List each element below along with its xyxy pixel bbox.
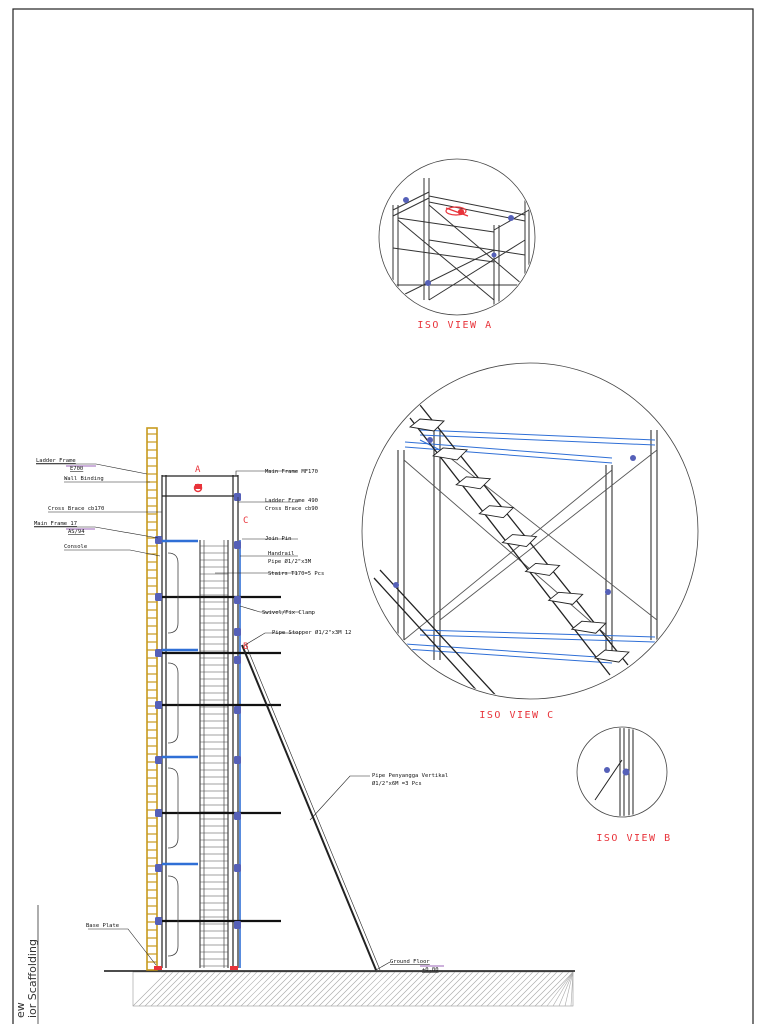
label-pipe-support-size: Ø1/2"x6M =3 Pcs	[372, 780, 422, 787]
label-console: Console	[64, 544, 87, 550]
label-ladder-frame-left: Ladder Frame	[36, 458, 76, 464]
label-pipe-support: Pipe Penyangga Vertikal	[372, 773, 448, 779]
label-base-plate: Base Plate	[86, 923, 119, 929]
support-pipe	[241, 644, 377, 971]
side-title-line2: ew	[14, 1002, 27, 1018]
stair-treads	[408, 418, 654, 692]
label-handrail: Handrail	[268, 551, 295, 557]
label-main-frame-left: Main Frame 17	[34, 521, 77, 527]
sheet-border	[12, 8, 754, 1024]
iso-view-b	[576, 726, 668, 818]
label-handrail-pipe: Pipe Ø1/2"x3M	[268, 558, 312, 565]
label-ladder-frame-left-size: E700	[70, 466, 83, 472]
iso-view-c-title: ISO VIEW C	[479, 710, 554, 721]
label-ground-floor-level: ±0.00	[422, 967, 439, 973]
marker-b: B	[243, 642, 248, 652]
iso-view-c	[361, 362, 699, 700]
label-stairs: Stairs T170=5 Pcs	[268, 571, 324, 577]
label-main-frame-right: Main Frame MF170	[265, 469, 318, 475]
label-pipe-stopper: Pipe Stopper Ø1/2"x3M 12	[272, 629, 351, 636]
label-main-frame-left-size: AS/94	[68, 529, 85, 535]
iso-view-a-title: ISO VIEW A	[417, 320, 492, 331]
ladder-frame-column	[146, 427, 158, 971]
side-title-line1: ior Scaffolding	[26, 939, 39, 1018]
label-wall-binding: Wall Binding	[64, 476, 104, 482]
label-cross-brace-left: Cross Brace cb170	[48, 506, 104, 512]
iso-view-a	[378, 158, 536, 316]
stair-ladder	[199, 540, 229, 968]
label-join-pin: Join Pin	[265, 536, 292, 542]
ground-hatch	[132, 971, 574, 1007]
marker-a: A	[195, 465, 201, 475]
label-cross-brace-right: Cross Brace cb90	[265, 506, 318, 512]
label-swivel-clamp: Swivel/Fix Clamp	[262, 610, 315, 616]
marker-c: C	[243, 516, 248, 526]
leader-lines	[34, 463, 391, 971]
iso-view-b-title: ISO VIEW B	[596, 833, 671, 844]
label-ladder-frame-right: Ladder Frame 490	[265, 498, 318, 504]
main-frame-uprights	[161, 475, 239, 968]
platform-levels	[155, 493, 281, 957]
label-ground-floor: Ground Floor	[390, 959, 430, 965]
